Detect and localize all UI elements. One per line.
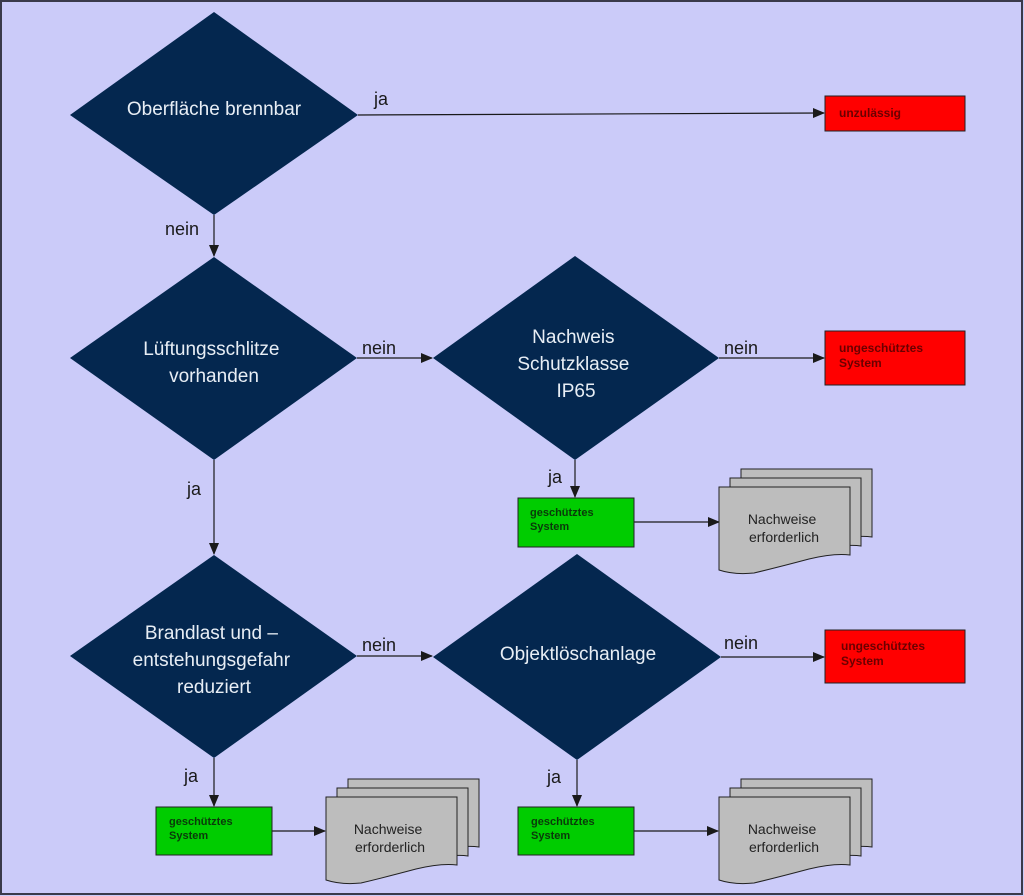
svg-text:Nachweis Schutzklasse: Nachweis Schutzklasse IP65 (517, 327, 634, 402)
decision-text: Brandlast und – (145, 623, 279, 644)
decision-oberflaeche-brennbar: Oberfläche brennbar (70, 12, 358, 215)
svg-text:Nachweise erforderlich: Nachweise erforderlich (748, 511, 820, 545)
decision-shape (70, 257, 357, 460)
svg-text:Nachweise erforderlich: Nachweise erforderlich (354, 821, 426, 855)
svg-text:Nachweise erforderlich: Nachweise erforderlich (748, 821, 820, 855)
decision-text: vorhanden (169, 366, 259, 387)
svg-text:Lüftungsschlitze vorhand: Lüftungsschlitze vorhanden (143, 339, 285, 387)
outcome-box (155, 806, 273, 856)
connectors (209, 108, 825, 836)
document-text: erforderlich (749, 529, 819, 545)
decision-text: Schutzklasse (517, 354, 629, 375)
decision-text: entstehungsgefahr (133, 650, 291, 671)
edge-label-d5-yes: ja (546, 767, 562, 787)
edge-label-d3-yes: ja (547, 467, 563, 487)
decision-shape (433, 256, 719, 460)
edge-label-d1-yes: ja (373, 89, 389, 109)
outcome-geschuetzt-1: geschütztes System (517, 497, 635, 548)
outcome-text: geschütztes (530, 507, 594, 519)
outcome-text: System (841, 654, 884, 668)
outcome-box (824, 330, 966, 386)
document-text: erforderlich (355, 839, 425, 855)
outcome-text: System (169, 830, 208, 842)
outcome-text: geschütztes (531, 816, 595, 828)
decision-brandlast: Brandlast und – entstehungsgefahr reduzi… (70, 555, 357, 758)
decision-text: Oberfläche brennbar (127, 99, 302, 120)
decision-text: Nachweis (532, 327, 614, 348)
outcome-text: geschütztes (169, 816, 233, 828)
document-sheet-front (325, 796, 458, 885)
edge-label-d4-no: nein (362, 635, 396, 655)
decision-shape (70, 555, 357, 758)
decision-shape (433, 554, 721, 760)
document-text: Nachweise (354, 821, 423, 837)
decision-text: Lüftungsschlitze (143, 339, 279, 360)
decision-objektloeschanlage: Objektlöschanlage (433, 554, 721, 760)
edge-label-d4-yes: ja (183, 766, 199, 786)
document-text: erforderlich (749, 839, 819, 855)
svg-text:ungeschütztes System: ungeschütztes System (841, 639, 928, 668)
svg-text:unzulässig: unzulässig (839, 106, 901, 120)
edge-label-d3-no: nein (724, 338, 758, 358)
outcome-text: ungeschütztes (839, 341, 923, 355)
outcome-ungeschuetzt-1: ungeschütztes System (824, 330, 966, 386)
outcome-geschuetzt-3: geschütztes System (517, 806, 635, 856)
svg-text:geschütztes System: geschütztes System (531, 816, 598, 842)
document-nachweise-3: Nachweise erforderlich (718, 778, 873, 885)
decision-nachweis-ip65: Nachweis Schutzklasse IP65 (433, 256, 719, 460)
outcome-box (517, 806, 635, 856)
outcome-box (517, 497, 635, 548)
outcome-text: ungeschütztes (841, 639, 925, 653)
decision-lueftungsschlitze: Lüftungsschlitze vorhanden (70, 257, 357, 460)
svg-text:geschütztes System: geschütztes System (169, 816, 236, 842)
document-sheet-front (718, 486, 851, 575)
decision-text: reduziert (177, 677, 252, 698)
document-text: Nachweise (748, 821, 817, 837)
svg-text:Oberfläche brennbar: Oberfläche brennbar (127, 99, 302, 120)
outcome-box (824, 95, 966, 132)
edge-label-d2-no: nein (362, 338, 396, 358)
outcome-text: System (839, 356, 882, 370)
decision-text: IP65 (556, 381, 595, 402)
outcome-ungeschuetzt-2: ungeschütztes System (824, 629, 966, 684)
edge-label-d2-yes: ja (186, 479, 202, 499)
decision-shape (70, 12, 358, 215)
edge-d1-yes (357, 108, 825, 119)
document-sheet-front (718, 796, 851, 885)
svg-text:ungeschütztes System: ungeschütztes System (839, 341, 926, 370)
document-text: Nachweise (748, 511, 817, 527)
edge-label-d5-no: nein (724, 633, 758, 653)
svg-text:Objektlöschanlage: Objektlöschanlage (500, 644, 656, 665)
svg-text:geschütztes System: geschütztes System (530, 507, 597, 533)
outcome-box (824, 629, 966, 684)
decision-text: Objektlöschanlage (500, 644, 656, 665)
outcome-text: System (531, 830, 570, 842)
svg-text:Brandlast und – entstehu: Brandlast und – entstehungsgefahr reduzi… (133, 623, 296, 698)
outcome-geschuetzt-2: geschütztes System (155, 806, 273, 856)
edge-label-d1-no: nein (165, 219, 199, 239)
document-nachweise-2: Nachweise erforderlich (325, 778, 480, 885)
outcome-text: System (530, 521, 569, 533)
document-nachweise-1: Nachweise erforderlich (718, 468, 873, 575)
outcome-unzulaessig: unzulässig (824, 95, 966, 132)
outcome-text: unzulässig (839, 106, 901, 120)
